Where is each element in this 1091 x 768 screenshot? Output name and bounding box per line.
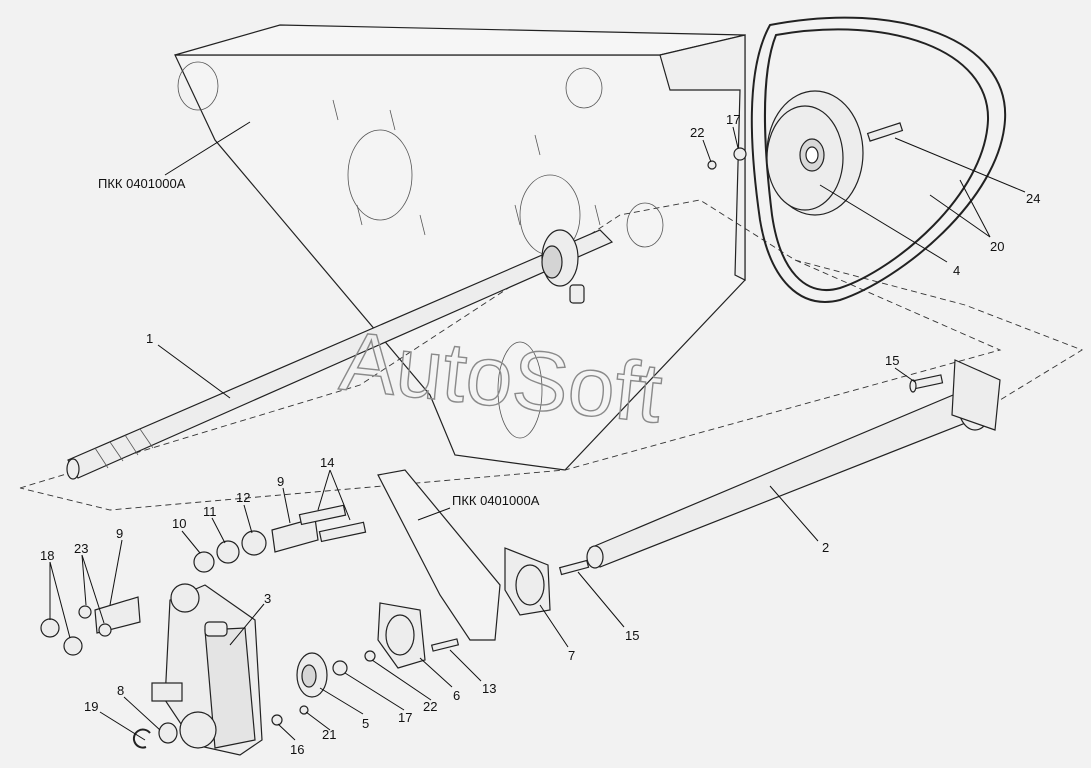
callout-10: 10 bbox=[172, 516, 186, 531]
tube-shaft bbox=[586, 359, 1001, 569]
callout-21: 21 bbox=[322, 727, 336, 742]
leader-lines bbox=[49, 121, 1026, 741]
callout-9b: 9 bbox=[277, 474, 284, 489]
callout-23: 23 bbox=[74, 541, 88, 556]
key-part bbox=[866, 122, 904, 142]
callout-5: 5 bbox=[362, 716, 369, 731]
callout-1: 1 bbox=[146, 331, 153, 346]
callout-12: 12 bbox=[236, 490, 250, 505]
callout-24: 24 bbox=[1026, 191, 1040, 206]
callout-20: 20 bbox=[990, 239, 1004, 254]
callout-15a: 15 bbox=[885, 353, 899, 368]
callout-numbers: 1 2 3 4 5 6 7 8 9 9 10 11 12 13 14 15 15… bbox=[40, 112, 1040, 757]
long-bolts bbox=[298, 504, 367, 543]
mounting-bracket bbox=[377, 469, 501, 641]
callout-17a: 17 bbox=[726, 112, 740, 127]
callout-13: 13 bbox=[482, 681, 496, 696]
callout-16: 16 bbox=[290, 742, 304, 757]
callout-18: 18 bbox=[40, 548, 54, 563]
flange-bearing bbox=[504, 547, 590, 616]
callout-7: 7 bbox=[568, 648, 575, 663]
callout-14: 14 bbox=[320, 455, 334, 470]
nut-top bbox=[733, 147, 747, 161]
callout-17b: 17 bbox=[398, 710, 412, 725]
bushings bbox=[193, 530, 267, 573]
assembly-label-frame: ПКК 0401000А bbox=[98, 176, 186, 191]
callout-19: 19 bbox=[84, 699, 98, 714]
callout-6: 6 bbox=[453, 688, 460, 703]
callout-4: 4 bbox=[953, 263, 960, 278]
pulley bbox=[766, 90, 864, 216]
bolt-top bbox=[909, 374, 944, 393]
callout-2: 2 bbox=[822, 540, 829, 555]
small-bearing bbox=[271, 650, 376, 726]
nuts-washers-left bbox=[40, 605, 112, 656]
washer-top bbox=[707, 160, 717, 170]
assembly-label-bracket: ПКК 0401000А bbox=[452, 493, 540, 508]
gearbox bbox=[151, 583, 263, 756]
callout-8: 8 bbox=[117, 683, 124, 698]
callout-11: 11 bbox=[203, 504, 217, 519]
callout-3: 3 bbox=[264, 591, 271, 606]
callout-22b: 22 bbox=[423, 699, 437, 714]
callout-15b: 15 bbox=[625, 628, 639, 643]
bearing-housing bbox=[377, 602, 460, 669]
plate-right bbox=[271, 517, 319, 553]
shaft-bearing bbox=[541, 229, 585, 304]
splined-shaft bbox=[66, 229, 614, 480]
callout-9a: 9 bbox=[116, 526, 123, 541]
callout-22a: 22 bbox=[690, 125, 704, 140]
retaining-ring bbox=[132, 728, 151, 749]
washer-ring bbox=[158, 722, 178, 744]
